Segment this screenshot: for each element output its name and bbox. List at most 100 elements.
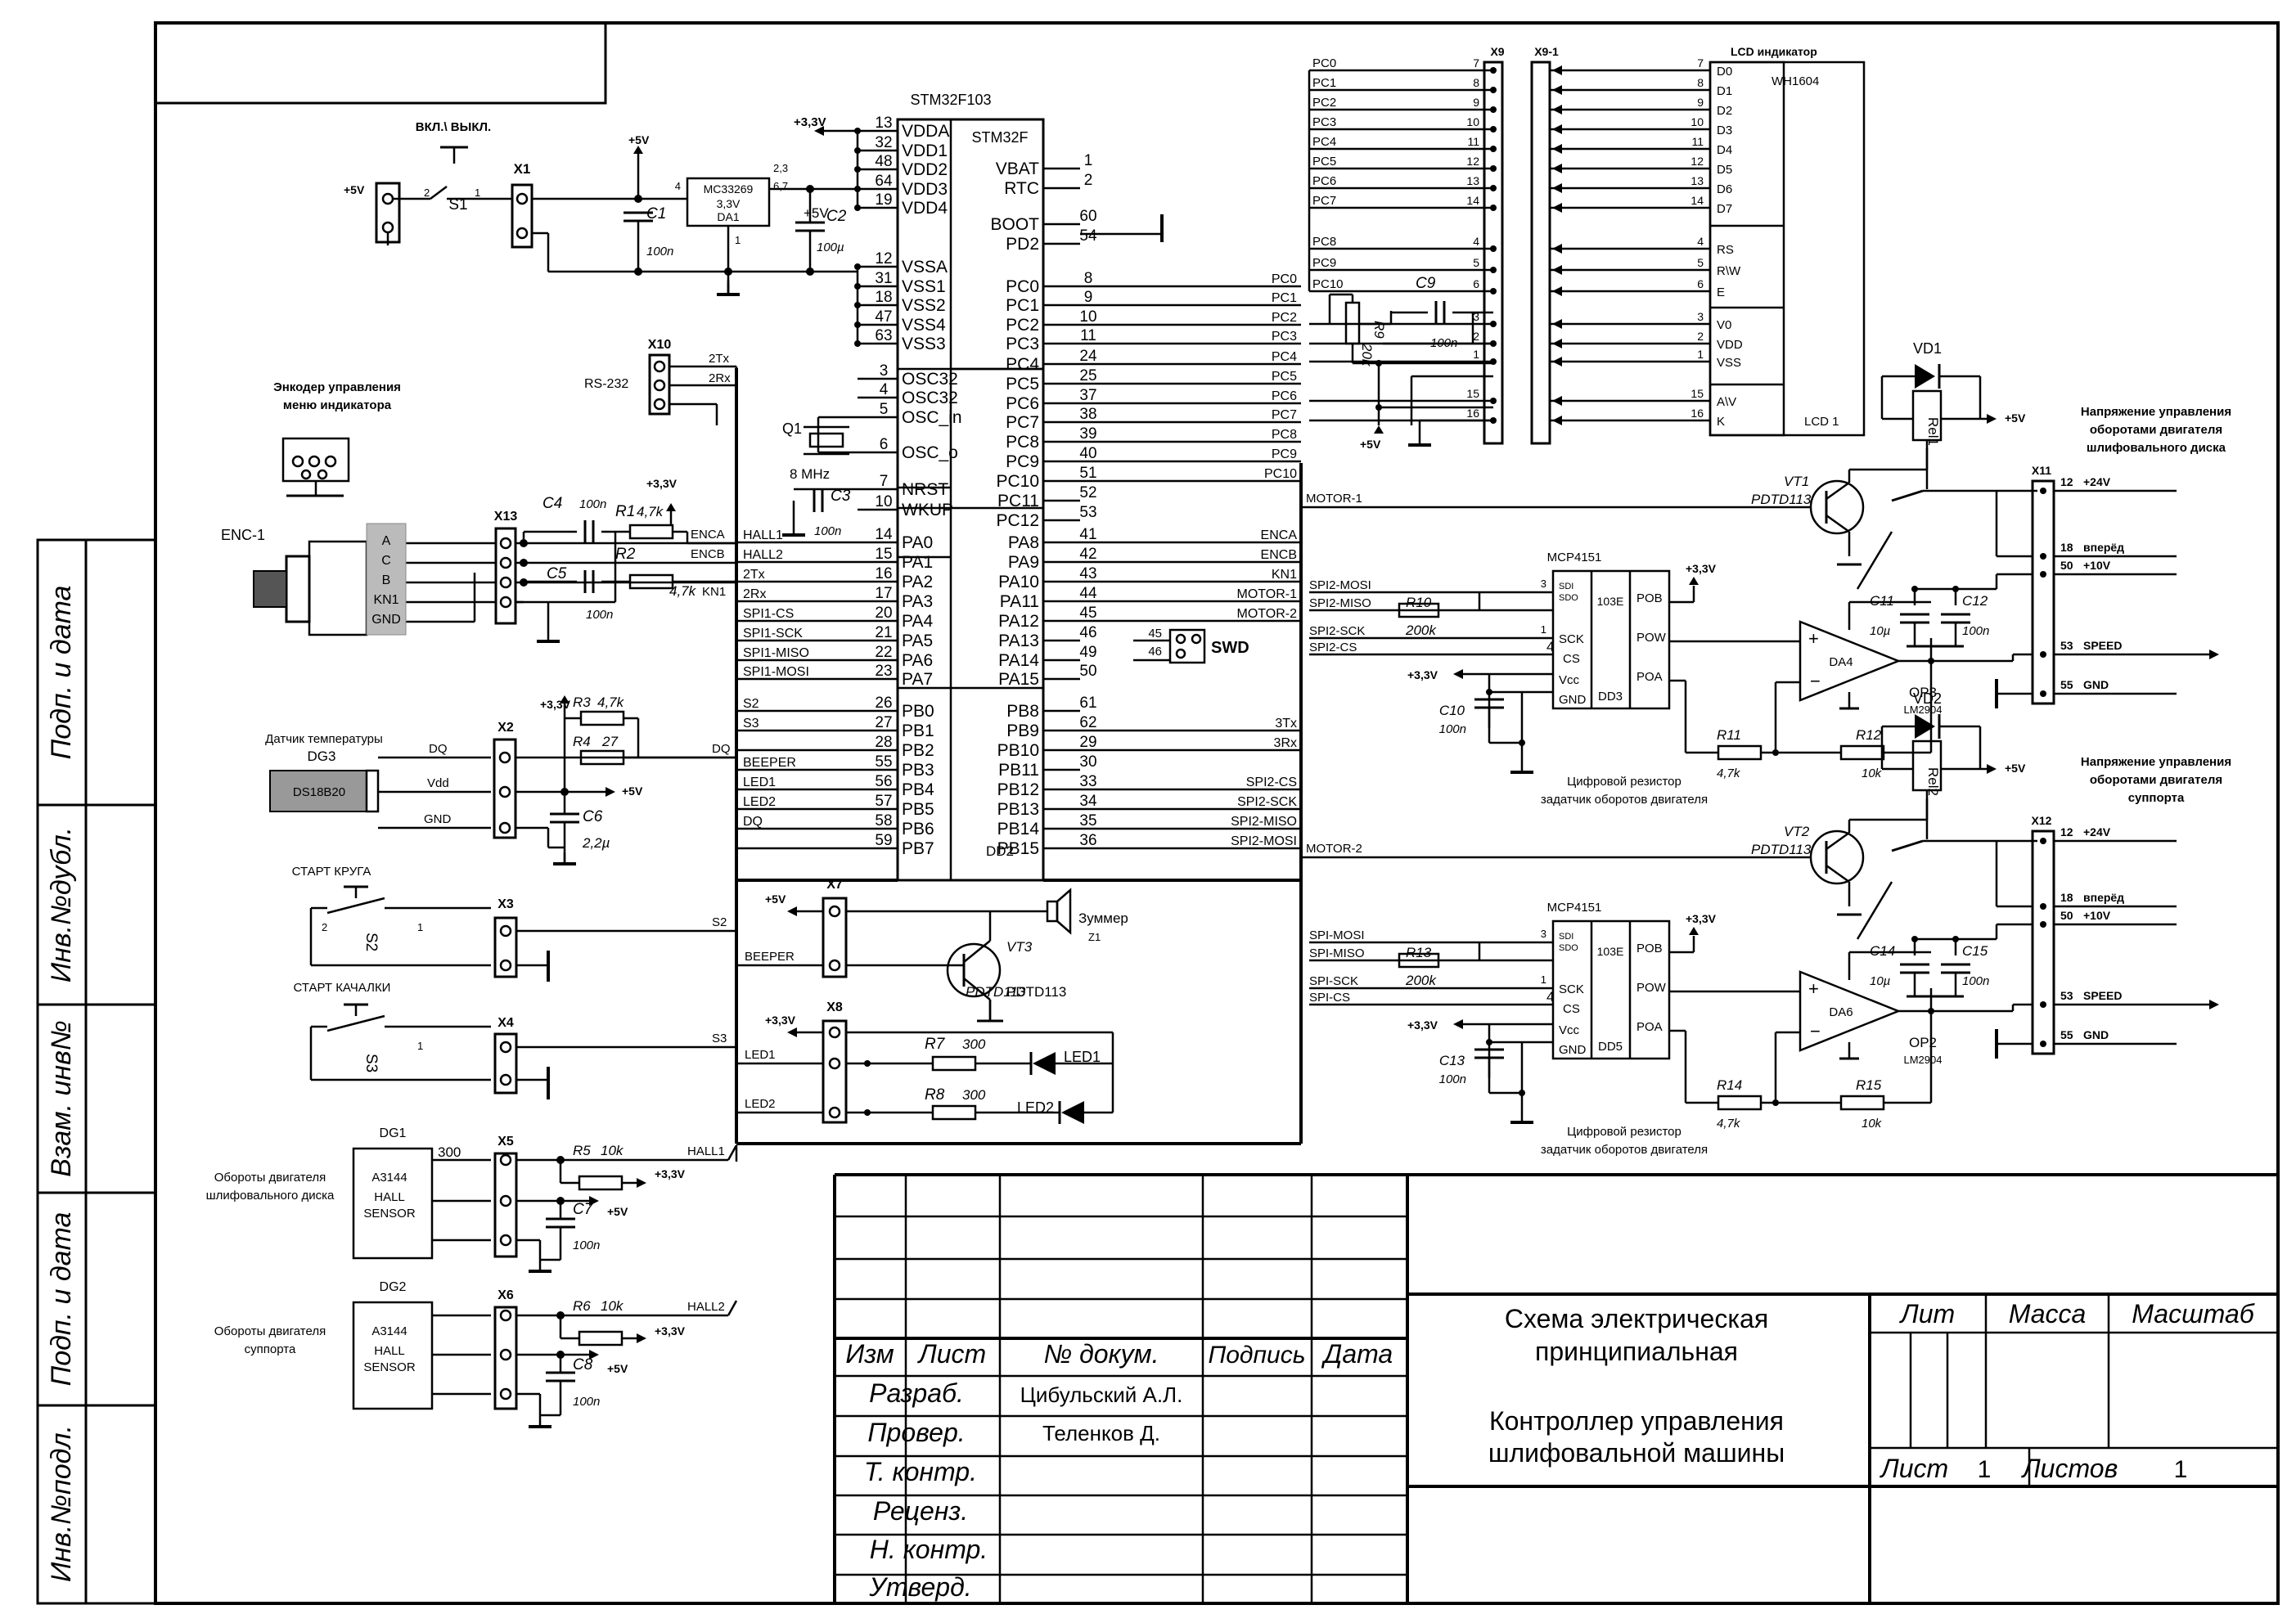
label: VSS	[1717, 356, 1741, 370]
label: POA	[1636, 1020, 1663, 1034]
pin-ring	[1175, 633, 1186, 645]
x9-pin	[1490, 340, 1497, 347]
pin-ring	[381, 192, 394, 205]
label: 7	[880, 473, 889, 490]
label: SPI-SCK	[1309, 974, 1358, 988]
label: 41	[1079, 526, 1096, 543]
label: 4	[1473, 235, 1479, 248]
junction-dot	[854, 302, 861, 308]
label: +3,3V	[646, 477, 678, 490]
title-block-text: 1	[1978, 1456, 1992, 1483]
ds18b20-cap	[365, 769, 380, 813]
label: R1	[615, 503, 635, 520]
swd-connector	[1168, 628, 1206, 664]
junction-dot	[854, 186, 861, 192]
label: VT3	[1006, 939, 1033, 955]
x9-pin	[1490, 267, 1497, 273]
label: WH1604	[1772, 74, 1819, 88]
label: 4,7k	[597, 695, 625, 710]
label: меню индикатора	[283, 398, 392, 412]
label: PC9	[1312, 256, 1336, 270]
label: 10µ	[1870, 974, 1890, 988]
label: Rel2	[1925, 767, 1941, 796]
junction-dot	[556, 1197, 565, 1205]
label: 2Rx	[743, 587, 766, 601]
junction-dot	[634, 268, 642, 276]
connector-x8	[822, 1019, 848, 1124]
ds18b20-body	[269, 770, 367, 812]
label: ENCB	[1261, 548, 1297, 562]
pin-ring	[498, 821, 511, 834]
label: VSS1	[902, 277, 946, 296]
label: VSSA	[902, 258, 948, 276]
label: 100n	[1962, 974, 1989, 988]
pin-ring	[291, 455, 304, 468]
label: 16	[875, 565, 892, 582]
junction-dot	[854, 166, 861, 173]
label: PC8	[1006, 433, 1039, 452]
junction-dot	[1928, 1008, 1934, 1014]
opamp-minus: −	[1810, 1021, 1821, 1041]
label: 45	[1148, 627, 1162, 641]
title-block-text: Лист	[1880, 1454, 1948, 1483]
resistor-motor2-rfb	[1839, 1095, 1885, 1111]
label: C7	[573, 1201, 594, 1218]
label: суппорта	[245, 1342, 296, 1356]
label: POA	[1636, 670, 1663, 684]
label: S3	[362, 1054, 380, 1072]
label: HALL1	[743, 528, 783, 542]
label: 31	[875, 270, 892, 287]
label: 9	[1697, 96, 1704, 109]
label: 2,3	[773, 162, 788, 174]
label: DQ	[743, 815, 763, 829]
label: POB	[1636, 591, 1663, 605]
label: E	[1717, 285, 1725, 299]
title-block-text: Изм	[845, 1339, 894, 1369]
label: 8	[1084, 270, 1093, 287]
label: X5	[497, 1135, 514, 1149]
connector-plus5	[375, 182, 401, 244]
drawing-frame	[36, 21, 2280, 1605]
label: PDTD113	[1006, 984, 1066, 1000]
label: A3144	[371, 1171, 407, 1185]
label: VDD2	[902, 160, 948, 179]
arrow	[1552, 85, 1562, 95]
arrow	[1552, 65, 1562, 75]
arrow	[1552, 265, 1562, 275]
title-block-text: Н. контр.	[870, 1535, 988, 1564]
arrow	[1689, 577, 1699, 585]
label: 18	[875, 289, 892, 306]
label: 4	[675, 180, 681, 192]
junction-dot	[854, 128, 861, 134]
label: 46	[1148, 645, 1162, 659]
arrow	[1552, 105, 1562, 115]
label: Датчик температуры	[265, 732, 383, 746]
label: PC8	[1272, 428, 1297, 442]
label: +3,3V	[1686, 562, 1717, 575]
x9-pin	[1490, 106, 1497, 113]
connector-pin	[2040, 838, 2046, 844]
arrow	[1552, 203, 1562, 213]
label: MOTOR-1	[1306, 492, 1362, 506]
label: K	[1717, 415, 1725, 429]
resistor-r2	[628, 573, 674, 590]
label: PC3	[1272, 330, 1297, 344]
label: 1	[417, 921, 423, 933]
title-block-text: № докум.	[1044, 1339, 1159, 1369]
label: VDD3	[902, 180, 948, 199]
label: ENC-1	[221, 527, 265, 543]
label: 22	[875, 644, 892, 661]
label: PA11	[1000, 592, 1039, 611]
label: PC9	[1272, 447, 1297, 461]
label: SCK	[1559, 632, 1584, 646]
label: 1	[475, 187, 480, 199]
label: GND	[2083, 678, 2109, 691]
label: 2Tx	[709, 352, 730, 366]
pin-ring	[499, 537, 512, 550]
label: Энкодер управления	[273, 380, 401, 394]
label: Напряжение управления	[2081, 405, 2231, 419]
label: 9	[1473, 96, 1479, 109]
label: D0	[1717, 65, 1732, 79]
title-block-text: Провер.	[867, 1418, 965, 1447]
